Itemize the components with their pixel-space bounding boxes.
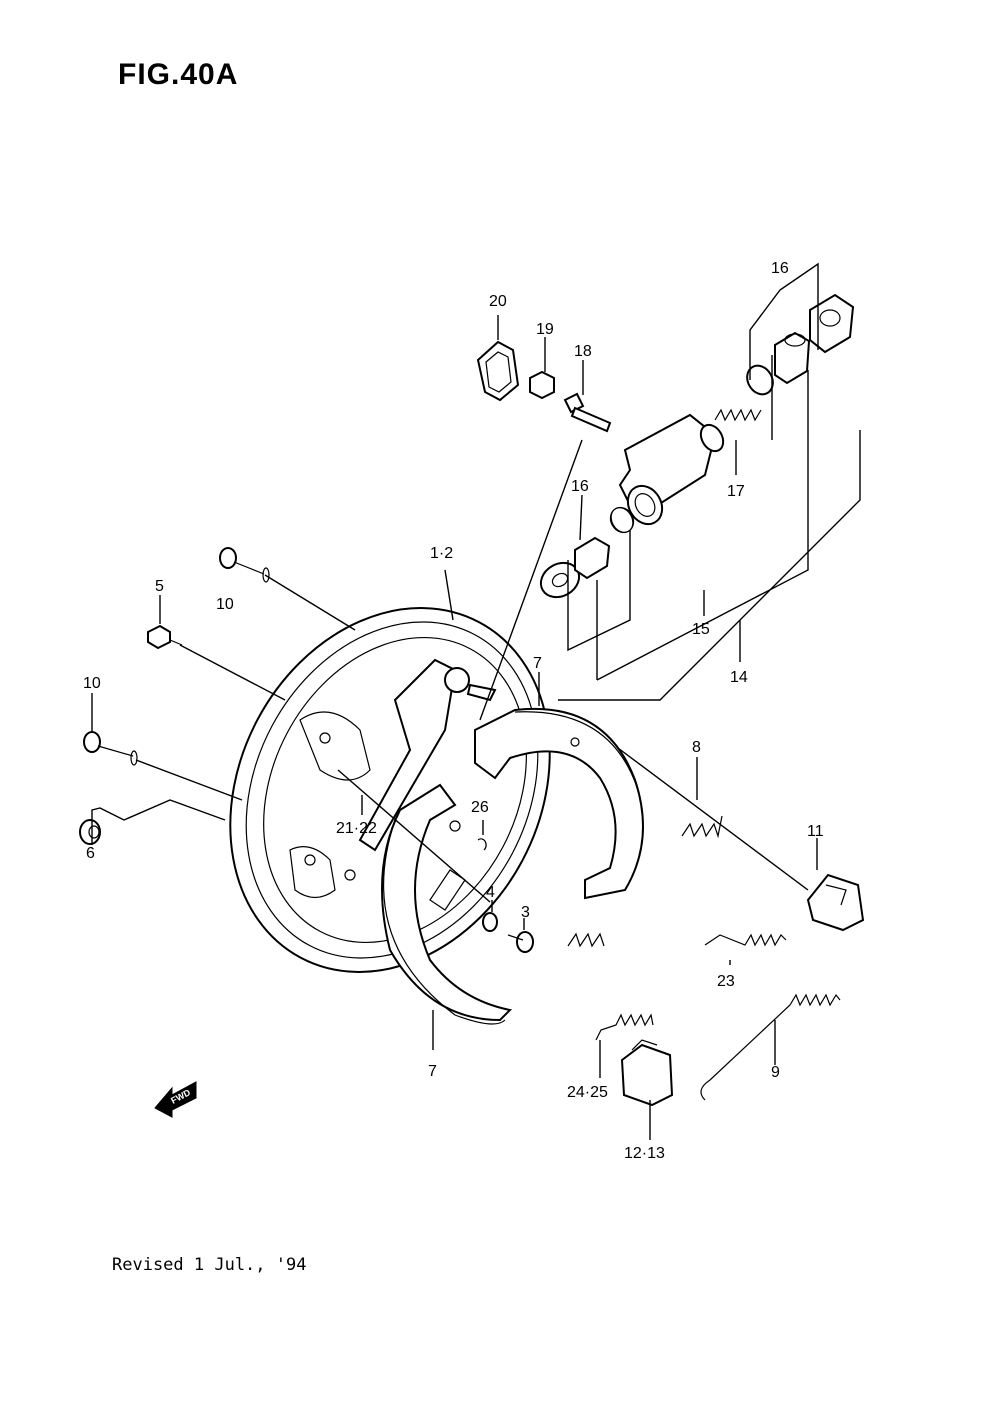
callout-numbers: 1·2 3 4 5 6 7 7 8 9 10 10 11 12·13 14 15… [83, 260, 824, 1162]
callout-21-22: 21·22 [336, 820, 377, 837]
callout-11: 11 [807, 823, 824, 840]
callout-23: 23 [717, 973, 735, 990]
callout-24-25: 24·25 [567, 1084, 608, 1101]
callout-4: 4 [486, 884, 495, 901]
washer-4 [482, 912, 498, 932]
callout-7-upper: 7 [533, 655, 542, 672]
adjuster-spring-23 [704, 933, 787, 947]
lever-clip-12-13 [620, 1039, 674, 1107]
callout-14: 14 [730, 669, 748, 686]
cylinder-kit-right [746, 293, 855, 396]
spring-9 [700, 993, 841, 1101]
bleeder-plug [563, 392, 612, 433]
callout-1-2: 1·2 [430, 545, 453, 562]
callout-12-13: 12·13 [624, 1145, 665, 1162]
callout-15: 15 [692, 621, 710, 638]
callout-20: 20 [489, 293, 507, 310]
adjuster-clip-11 [806, 873, 865, 932]
parking-brake-lever [358, 658, 497, 852]
clip-26 [477, 838, 487, 851]
spring-24-25 [595, 1013, 654, 1041]
callout-10-lower: 10 [83, 675, 101, 692]
return-spring-lower [567, 932, 605, 948]
bolt-5 [147, 624, 183, 650]
return-spring-8 [681, 815, 723, 839]
leader-lines [91, 262, 861, 1140]
callout-17: 17 [727, 483, 745, 500]
callout-18: 18 [574, 343, 592, 360]
nut-6 [79, 819, 101, 845]
cylinder-kit-left [539, 506, 635, 599]
callout-5: 5 [155, 578, 164, 595]
cylinder-spring [714, 408, 762, 422]
callout-9: 9 [771, 1064, 780, 1081]
figure-title: FIG.40A [118, 58, 239, 91]
bolt-10-upper [219, 547, 270, 583]
callout-26: 26 [471, 799, 489, 816]
callout-19: 19 [536, 321, 554, 338]
revision-note: Revised 1 Jul., '94 [112, 1255, 307, 1275]
callout-10-upper: 10 [216, 596, 234, 613]
callout-3: 3 [521, 904, 530, 921]
brake-shoe-lower [381, 783, 513, 1025]
brake-shoe-upper [474, 707, 644, 900]
callout-6: 6 [86, 845, 95, 862]
bolt-10-lower [83, 731, 138, 766]
cylinder-boot-gasket [476, 340, 520, 402]
callout-7-lower: 7 [428, 1063, 437, 1080]
callout-8: 8 [692, 739, 701, 756]
callout-16-left: 16 [571, 478, 589, 495]
callout-16-right: 16 [771, 260, 789, 277]
bleeder-cap [529, 370, 555, 400]
pin-3 [507, 931, 534, 953]
fwd-direction-arrow: FWD [154, 1081, 197, 1118]
wheel-cylinder [610, 413, 725, 533]
